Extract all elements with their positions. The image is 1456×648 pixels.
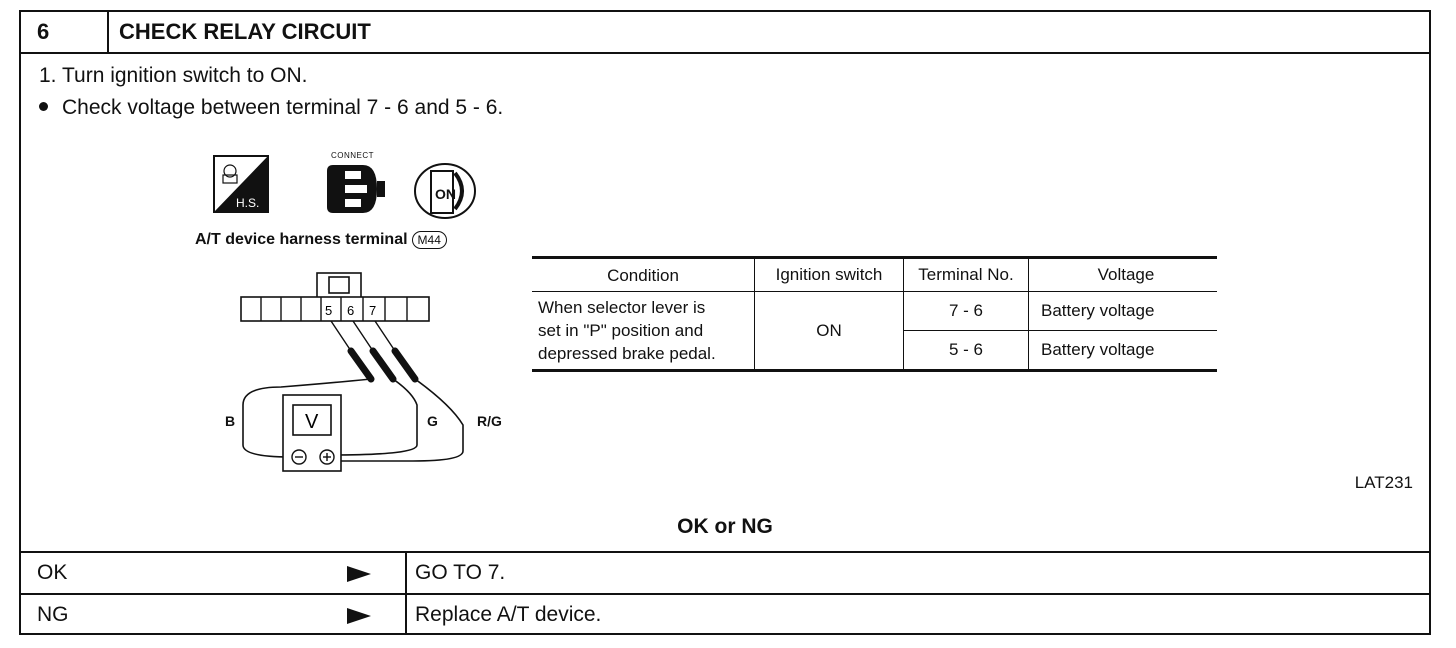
result-ok-action: GO TO 7. (415, 561, 506, 584)
result-ng-label: NG (37, 603, 69, 626)
arrow-right-icon (347, 608, 371, 624)
condition-line-2: set in "P" position and (538, 321, 704, 340)
step-number: 6 (21, 12, 109, 52)
result-row-ng: NG Replace A/T device. (21, 593, 1429, 635)
harness-side-icon: H.S. (213, 155, 269, 213)
condition-cell: When selector lever is set in "P" positio… (532, 291, 755, 371)
column-header-voltage: Voltage (1028, 257, 1217, 292)
result-ok-label: OK (37, 561, 68, 584)
voltage-spec-table: Condition Ignition switch Terminal No. V… (532, 256, 1217, 372)
column-header-ignition: Ignition switch (754, 257, 904, 292)
wire-label-rg: R/G (477, 413, 502, 429)
wiring-drawing: 5 6 7 V (240, 272, 464, 472)
wire-label-g: G (427, 413, 438, 429)
voltmeter-label: V (305, 411, 319, 433)
result-ng-action: Replace A/T device. (415, 603, 602, 626)
connect-label: CONNECT (331, 151, 375, 160)
bullet-icon (39, 101, 48, 111)
hs-label: H.S. (236, 196, 259, 210)
condition-line-1: When selector lever is (538, 298, 706, 317)
wire-label-b: B (225, 413, 236, 429)
condition-line-3: depressed brake pedal. (538, 344, 716, 363)
instruction-step-2: Check voltage between terminal 7 - 6 and… (39, 96, 503, 120)
result-heading: OK or NG (677, 515, 773, 538)
voltage-cell: Battery voltage (1028, 330, 1217, 371)
figure-code: LAT231 (1354, 473, 1413, 492)
table-row: 5 - 6 Battery voltage (532, 330, 1217, 371)
instruction-step-1: 1. Turn ignition switch to ON. (39, 64, 308, 87)
column-header-terminal: Terminal No. (903, 257, 1029, 292)
terminal-7-label: 7 (369, 303, 376, 318)
result-row-ok: OK GO TO 7. (21, 551, 1429, 593)
table-row: When selector lever is set in "P" positio… (532, 291, 1217, 371)
row-divider (405, 595, 407, 635)
row-divider (405, 553, 407, 593)
ignition-key-icon: ON (414, 163, 476, 219)
connector-icon (327, 165, 385, 213)
terminal-cell: 7 - 6 (903, 291, 1029, 331)
terminal-cell: 5 - 6 (903, 330, 1029, 371)
terminal-6-label: 6 (347, 303, 354, 318)
instruction-step-2-text: Check voltage between terminal 7 - 6 and… (62, 96, 504, 119)
ignition-cell: ON (754, 291, 904, 371)
harness-diagram: H.S. CONNECT ON A/T device harness termi… (181, 147, 541, 472)
procedure-sheet: 6 CHECK RELAY CIRCUIT 1. Turn ignition s… (19, 10, 1431, 635)
step-header: 6 CHECK RELAY CIRCUIT (21, 12, 1429, 54)
harness-terminal-text: A/T device harness terminal (195, 231, 408, 248)
arrow-right-icon (347, 566, 371, 582)
voltage-cell: Battery voltage (1028, 291, 1217, 331)
column-header-condition: Condition (532, 257, 755, 292)
ignition-on-label: ON (435, 186, 456, 202)
connector-id-badge: M44 (411, 231, 447, 249)
terminal-5-label: 5 (325, 303, 332, 318)
step-title: CHECK RELAY CIRCUIT (119, 19, 371, 44)
table-header-row: Condition Ignition switch Terminal No. V… (532, 257, 1217, 292)
